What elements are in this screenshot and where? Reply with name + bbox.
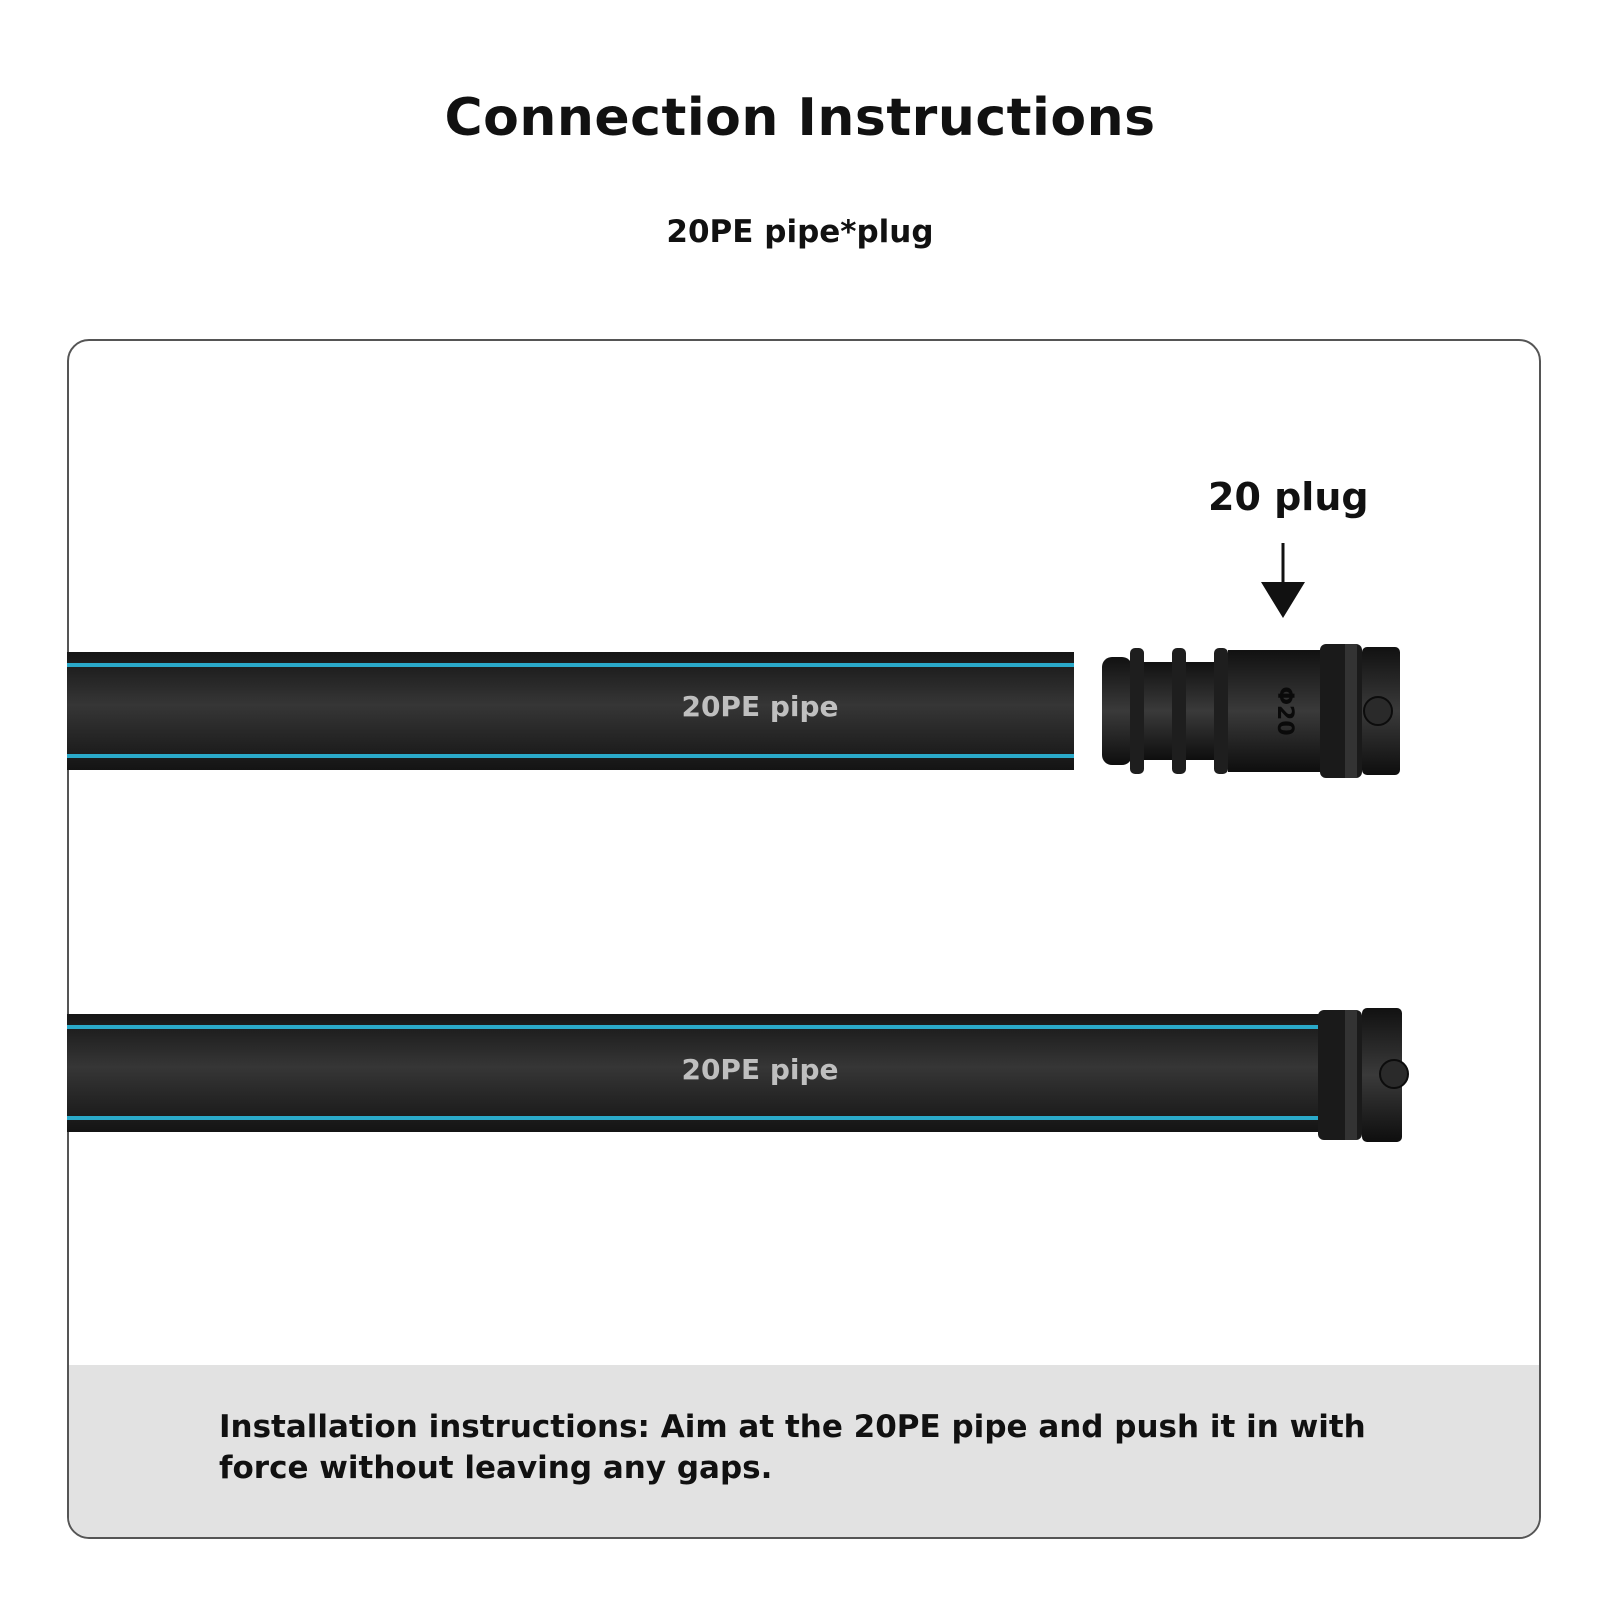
page-title: Connection Instructions: [444, 88, 1156, 148]
top-pipe-stripe-upper: [67, 663, 1074, 667]
top-pipe-label: 20PE pipe: [681, 690, 839, 723]
plug-marking: Φ20: [1272, 686, 1297, 735]
down-arrow-icon: [1261, 543, 1305, 618]
bottom-pipe: [67, 1014, 1319, 1132]
instruction-panel: Installation instructions: Aim at the 20…: [67, 339, 1541, 1539]
bottom-pipe-stripe-lower: [67, 1116, 1319, 1120]
plug-label: 20 plug: [1208, 475, 1369, 519]
page-subtitle: 20PE pipe*plug: [666, 214, 934, 250]
installation-instructions-text: Installation instructions: Aim at the 20…: [219, 1409, 1366, 1486]
bottom-pipe-stripe-upper: [67, 1025, 1319, 1029]
bottom-pipe-label: 20PE pipe: [681, 1053, 839, 1086]
top-pipe-stripe-lower: [67, 754, 1074, 758]
inserted-plug-cap: [1318, 1008, 1409, 1142]
top-pipe: [67, 652, 1074, 770]
instruction-footer: Installation instructions: Aim at the 20…: [69, 1365, 1539, 1537]
plug-fitting: Φ20: [1102, 644, 1400, 778]
